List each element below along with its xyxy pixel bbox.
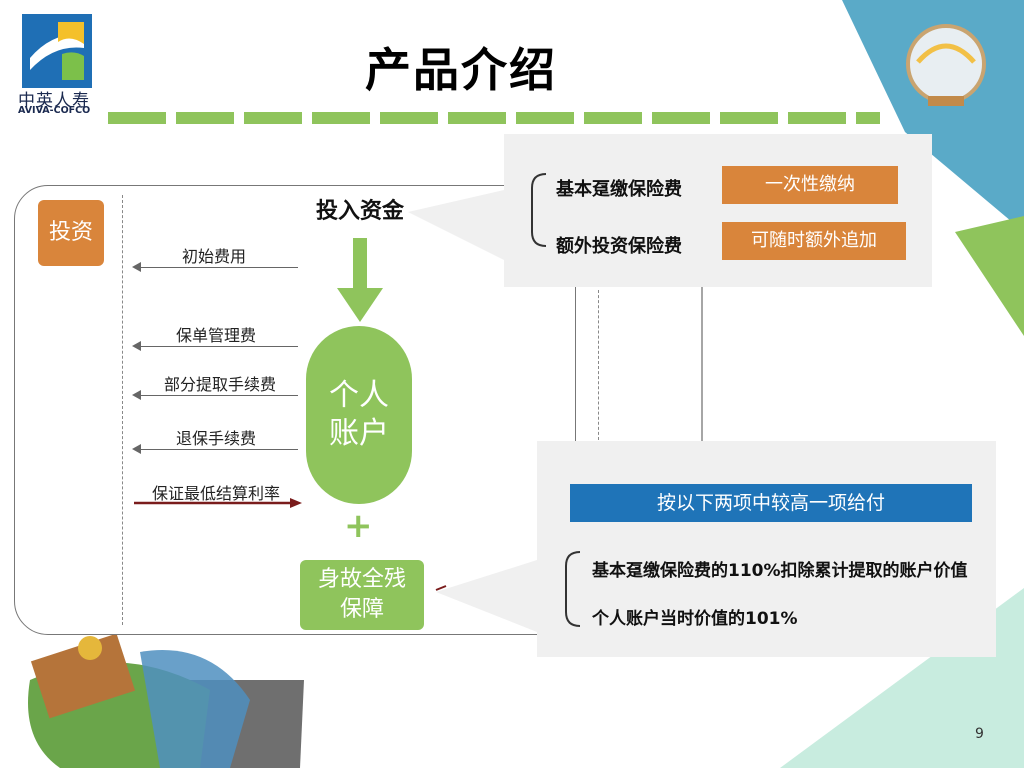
company-logo xyxy=(22,14,92,88)
page-title: 产品介绍 xyxy=(365,43,557,97)
plus-sign: + xyxy=(344,506,373,546)
treasure-chest-image xyxy=(30,633,136,719)
fee-surrender: 退保手续费 xyxy=(176,429,257,448)
guarantee-rate-label: 保证最低结算利率 xyxy=(152,484,281,503)
extra-premium-label: 额外投资保险费 xyxy=(556,236,682,257)
treasure-coin xyxy=(78,636,102,660)
payout-callout-box xyxy=(537,441,996,657)
globe-base xyxy=(928,96,964,106)
dotted-divider-right xyxy=(598,290,599,440)
funds-in-label: 投入资金 xyxy=(316,199,405,224)
page-number: 9 xyxy=(975,726,984,742)
fee-partial-withdrawal-arrowhead xyxy=(132,390,141,400)
account-line-2: 账户 xyxy=(329,416,389,451)
blue-swoosh xyxy=(140,650,250,768)
fee-surrender-arrowhead xyxy=(132,444,141,454)
logo-english-name: AVIVA-COFCO xyxy=(18,105,91,116)
rainbow-arc xyxy=(916,43,976,64)
fee-partial-withdrawal-arrow xyxy=(140,395,298,396)
top-bracket xyxy=(531,173,547,247)
guarantee-rate-arrow xyxy=(134,498,302,508)
fee-policy-admin-arrowhead xyxy=(132,341,141,351)
diagram-frame xyxy=(14,185,576,635)
fee-initial-arrowhead xyxy=(132,262,141,272)
fee-initial-arrow xyxy=(140,267,298,268)
logo-chinese-name: 中英人寿 xyxy=(18,91,90,111)
protection-line-1: 身故全残 xyxy=(317,567,406,592)
lump-sum-tag: 一次性缴纳 xyxy=(722,166,898,204)
dotted-divider-left xyxy=(122,195,123,625)
fee-partial-withdrawal: 部分提取手续费 xyxy=(164,375,277,394)
payout-rule-header: 按以下两项中较高一项给付 xyxy=(570,484,972,522)
personal-account-pill: 个人 账户 xyxy=(306,326,412,504)
protection-line-2: 保障 xyxy=(339,597,384,622)
basic-premium-label: 基本趸缴保险费 xyxy=(556,179,682,200)
premium-callout-box xyxy=(504,134,932,287)
title-underline-dashes xyxy=(108,112,880,124)
fee-surrender-arrow xyxy=(140,449,298,450)
down-arrow xyxy=(337,238,383,322)
fee-initial: 初始费用 xyxy=(182,247,247,266)
death-disability-protection-box: 身故全残 保障 xyxy=(300,560,424,630)
fee-policy-admin-arrow xyxy=(140,346,298,347)
fee-policy-admin: 保单管理费 xyxy=(176,326,257,345)
bottom-bracket xyxy=(565,551,581,627)
anytime-top-up-tag: 可随时额外追加 xyxy=(722,222,906,260)
payout-option-1: 基本趸缴保险费的110%扣除累计提取的账户价值 xyxy=(592,561,968,581)
account-line-1: 个人 xyxy=(329,378,389,413)
payout-option-2: 个人账户当时价值的101% xyxy=(592,609,798,629)
invest-badge: 投资 xyxy=(38,200,104,266)
green-shape xyxy=(955,216,1024,336)
